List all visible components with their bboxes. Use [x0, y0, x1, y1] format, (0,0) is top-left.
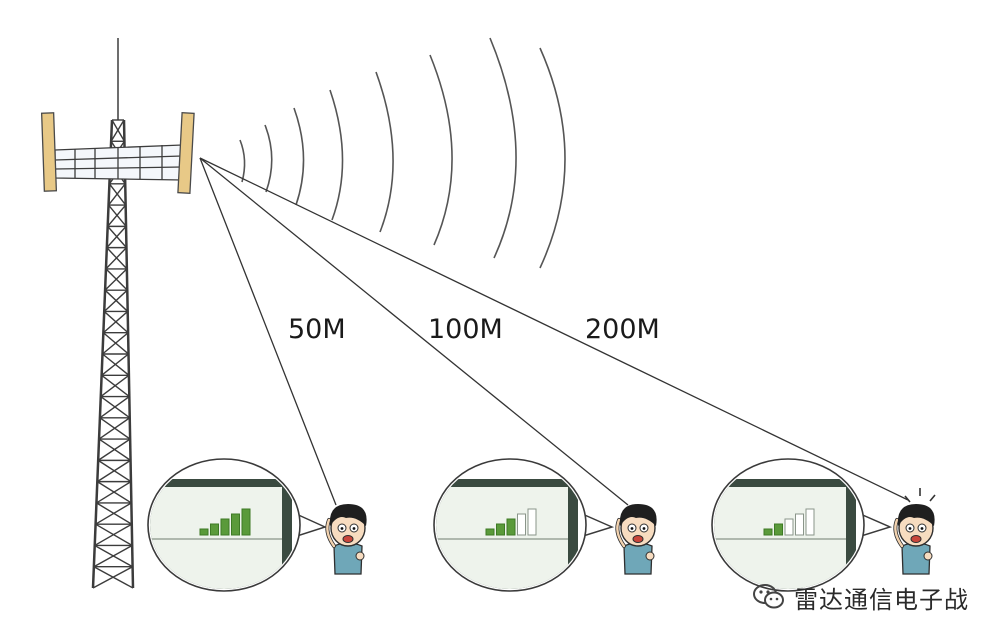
signal-bar-active: [763, 528, 773, 536]
hair: [619, 504, 657, 526]
antenna-panel-left: [40, 112, 58, 192]
speech-bubble-2: [433, 458, 615, 592]
antenna-array: [40, 112, 195, 194]
mouth: [632, 535, 644, 543]
wave-arc: [293, 107, 305, 206]
hair: [897, 504, 935, 526]
lattice-tower: [91, 38, 135, 589]
wave-arc: [264, 124, 273, 193]
radio-waves: [239, 37, 566, 269]
signal-bar-active: [496, 523, 505, 536]
signal-line-1: [199, 157, 337, 506]
signal-bar-active: [506, 518, 516, 536]
watermark-text: 雷达通信电子战: [794, 585, 969, 614]
distance-label-2: 100M: [428, 314, 503, 345]
wave-arc: [329, 89, 344, 221]
mouth: [910, 535, 922, 543]
signal-bar-active: [774, 523, 783, 536]
antenna-panel-right: [177, 112, 195, 194]
speech-bubble-1: [147, 458, 328, 592]
distance-label-3: 200M: [585, 314, 660, 345]
distance-label-1: 50M: [288, 314, 346, 345]
signal-bar-active: [241, 508, 251, 536]
speech-bubble-3: [711, 458, 893, 592]
person-1: [325, 504, 367, 575]
antenna-grid: [54, 144, 183, 181]
watermark: 雷达通信电子战: [752, 580, 969, 614]
person-3: [893, 504, 935, 575]
signal-bar-empty: [527, 508, 537, 536]
wechat-icon: [753, 584, 784, 609]
wave-arc: [489, 37, 517, 259]
hair: [329, 504, 367, 526]
signal-line-3: [199, 157, 909, 501]
signal-bar-active: [485, 528, 495, 536]
signal-bar-active: [199, 528, 209, 536]
signal-line-2: [199, 157, 629, 506]
mouth: [342, 535, 354, 543]
signal-bar-active: [220, 518, 230, 536]
signal-bar-empty: [805, 508, 815, 536]
wave-arc: [239, 139, 246, 183]
signal-bar-empty: [795, 513, 804, 536]
wave-arc: [429, 54, 453, 246]
signal-bar-empty: [517, 513, 526, 536]
signal-bar-active: [231, 513, 240, 536]
surprise-marks: [904, 488, 936, 503]
signal-bar-empty: [784, 518, 794, 536]
person-2: [615, 504, 657, 575]
signal-lines: [199, 157, 909, 506]
wave-arc: [539, 47, 566, 269]
signal-bar-active: [210, 523, 219, 536]
wave-arc: [375, 71, 394, 233]
